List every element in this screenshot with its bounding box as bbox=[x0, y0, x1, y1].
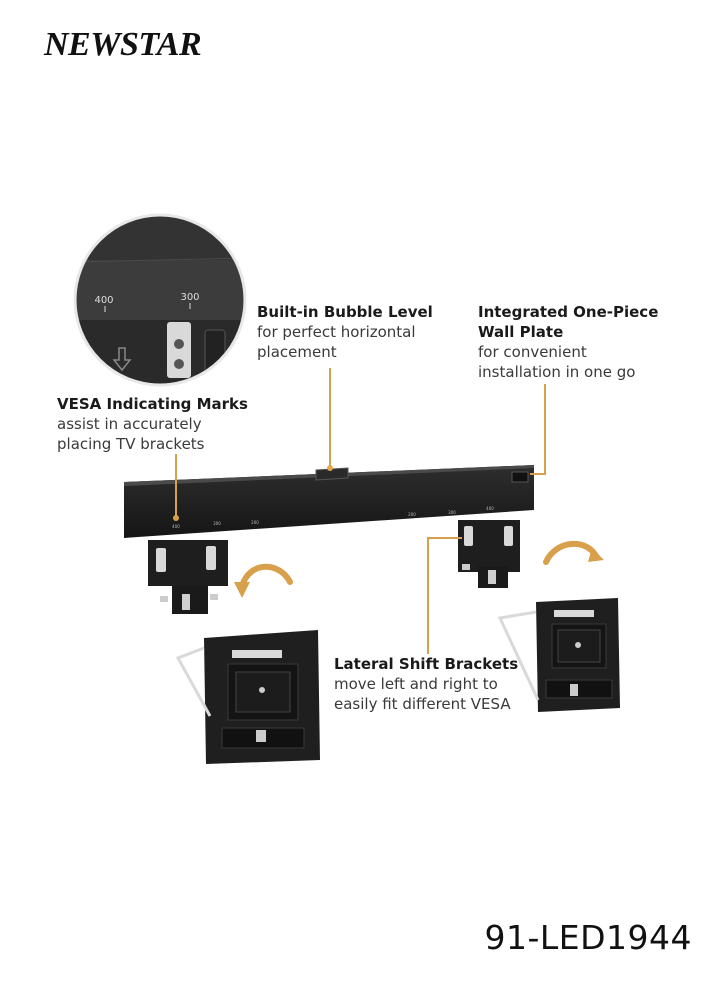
bubble-level-desc-line2: placement bbox=[257, 343, 337, 361]
callout-line-wall-plate bbox=[530, 384, 546, 475]
lateral-shift-title: Lateral Shift Brackets bbox=[334, 655, 519, 673]
inset-mark-300: 300 bbox=[180, 292, 199, 303]
bar-mark: 300 bbox=[448, 510, 456, 515]
left-shift-bracket bbox=[148, 540, 228, 614]
bar-mark: 400 bbox=[172, 524, 180, 529]
callout-bubble-level: Built-in Bubble Level for perfect horizo… bbox=[257, 302, 433, 362]
wall-plate-title-line1: Integrated One-Piece bbox=[478, 303, 659, 321]
bubble-level-dot bbox=[327, 465, 333, 471]
brand-logo: NEWSTAR bbox=[44, 26, 202, 63]
rotate-arrow-left-icon bbox=[239, 563, 293, 589]
lateral-shift-desc-line2: easily fit different VESA bbox=[334, 695, 511, 713]
vesa-marks-desc-line1: assist in accurately bbox=[57, 415, 202, 433]
wall-plate-title-line2: Wall Plate bbox=[478, 323, 564, 341]
right-shift-bracket bbox=[458, 520, 520, 588]
bar-mark: 200 bbox=[251, 520, 259, 525]
wall-plate-desc-line1: for convenient bbox=[478, 343, 587, 361]
bar-mark: 300 bbox=[213, 521, 221, 526]
rotate-arrow-right-icon bbox=[543, 540, 599, 565]
callout-wall-plate: Integrated One-Piece Wall Plate for conv… bbox=[478, 302, 658, 382]
tv-bracket-plate-right bbox=[497, 598, 620, 712]
model-number: 91-LED1944 bbox=[484, 918, 692, 957]
bubble-level-title: Built-in Bubble Level bbox=[257, 303, 433, 321]
callout-line-lateral-shift bbox=[427, 537, 462, 654]
vesa-marks-desc-line2: placing TV brackets bbox=[57, 435, 205, 453]
lateral-shift-desc-line1: move left and right to bbox=[334, 675, 498, 693]
bar-mark: 400 bbox=[486, 506, 494, 511]
inset-mark-400: 400 bbox=[94, 295, 113, 306]
bubble-level-desc-line1: for perfect horizontal bbox=[257, 323, 416, 341]
tv-bracket-plate-left bbox=[175, 630, 320, 764]
vesa-marks-title: VESA Indicating Marks bbox=[57, 395, 248, 413]
bar-mark: 200 bbox=[408, 512, 416, 517]
callout-vesa-marks: VESA Indicating Marks assist in accurate… bbox=[57, 394, 248, 454]
callout-lateral-shift: Lateral Shift Brackets move left and rig… bbox=[334, 654, 518, 714]
wall-plate-bar bbox=[124, 465, 534, 538]
wall-plate-desc-line2: installation in one go bbox=[478, 363, 636, 381]
